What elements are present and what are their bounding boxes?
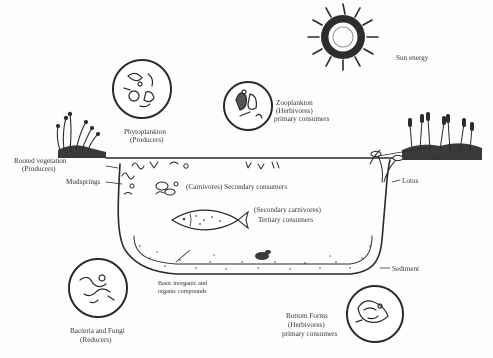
phytoplankton-role-label: (Producers) (130, 136, 164, 144)
tertiary-consumers-label: Tertiary consumers (258, 216, 313, 224)
bacteria-fungi-magnified-icon (69, 259, 127, 317)
rooted-vegetation-label: Rooted vegetation (14, 157, 67, 165)
sediment-label: Sediment (392, 265, 419, 273)
lotus-label: Lotus (402, 177, 419, 185)
cattail-label: Cattail (426, 154, 445, 162)
decomposers-label: Bacteria and Fungi (70, 327, 125, 335)
mudsprings-label: Mudsprings (66, 178, 101, 186)
tertiary-role-label: (Secondary carnivores) (254, 206, 321, 214)
bottom-forms-magnified-icon (347, 286, 403, 342)
sun-energy-label: Sun energy (396, 54, 429, 62)
bottom-forms-role-label: (Herbivores) (288, 321, 325, 329)
phytoplankton-magnified-icon (113, 60, 171, 118)
phytoplankton-label: Phytoplankton (124, 128, 166, 136)
zooplankton-consumer-label: primary consumers (274, 115, 329, 123)
decomposers-role-label: (Reducers) (80, 336, 112, 344)
zooplankton-label: Zooplankton (276, 99, 313, 107)
pond-basin (106, 158, 402, 274)
zooplankton-magnified-icon (224, 82, 272, 130)
rooted-vegetation-plant (56, 112, 106, 158)
basic-compounds-label-2: organic compounds (158, 288, 207, 295)
cattail-plant (402, 112, 482, 160)
rooted-vegetation-role-label: (Producers) (22, 165, 56, 173)
bottom-forms-consumer-label: primary consumers (282, 330, 337, 338)
zooplankton-role-label: (Herbivores) (276, 107, 313, 115)
basic-compounds-label: Basic inorganic and (158, 280, 208, 287)
carnivores-label: (Carnivores) Secondary consumers (186, 183, 287, 191)
bottom-forms-label: Bottom Forms (286, 312, 328, 320)
sun-icon (308, 4, 378, 70)
